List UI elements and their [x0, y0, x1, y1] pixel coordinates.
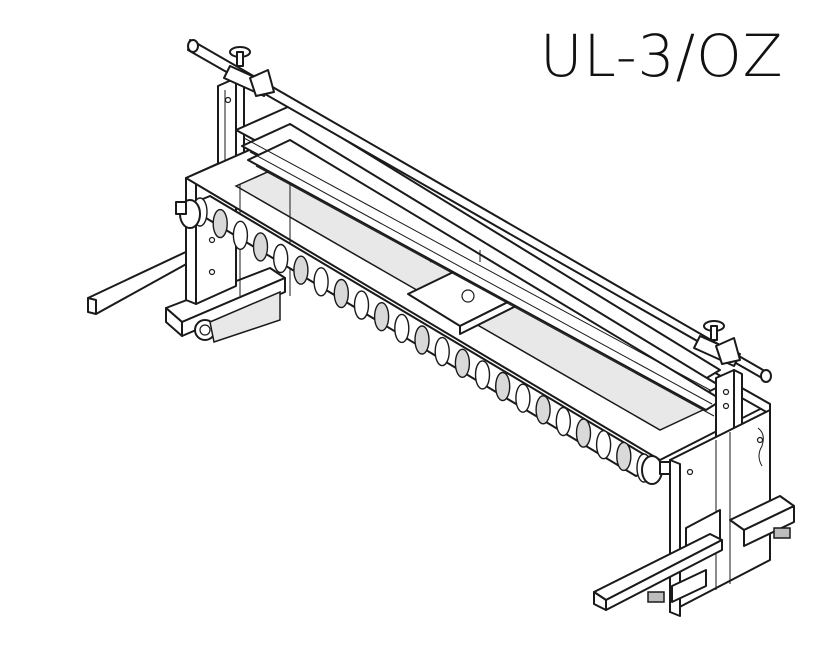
roller-segment — [495, 371, 511, 402]
roller-segment — [515, 383, 531, 413]
spiral-roller — [175, 195, 671, 485]
roller-segment — [273, 243, 289, 274]
right-outrigger-foot — [593, 533, 723, 611]
roller-segment — [575, 418, 592, 448]
left-floor-foot — [165, 267, 286, 343]
roller-segment — [232, 220, 249, 251]
unwind-bar — [187, 39, 772, 383]
roller-segment — [454, 348, 471, 378]
right-upright-post — [715, 369, 743, 449]
roller-segment — [595, 430, 612, 460]
roller-segment — [555, 406, 571, 437]
model-title: UL-3/OZ — [540, 22, 784, 90]
roller-segment — [353, 290, 370, 320]
roller-segment — [535, 395, 551, 425]
roller-segment — [434, 336, 450, 367]
roller-segment — [313, 267, 329, 297]
roller-segment — [373, 302, 390, 332]
roller-segment — [333, 278, 349, 309]
roller-segment — [616, 441, 632, 472]
roller-segment — [293, 255, 309, 285]
roller-segment — [414, 325, 430, 355]
roller-segment — [252, 232, 269, 262]
right-floor-foot — [647, 495, 795, 603]
upper-beam — [235, 105, 723, 417]
roller-segment — [394, 313, 410, 344]
roller-segment — [474, 360, 491, 390]
roller-segment — [212, 208, 228, 239]
